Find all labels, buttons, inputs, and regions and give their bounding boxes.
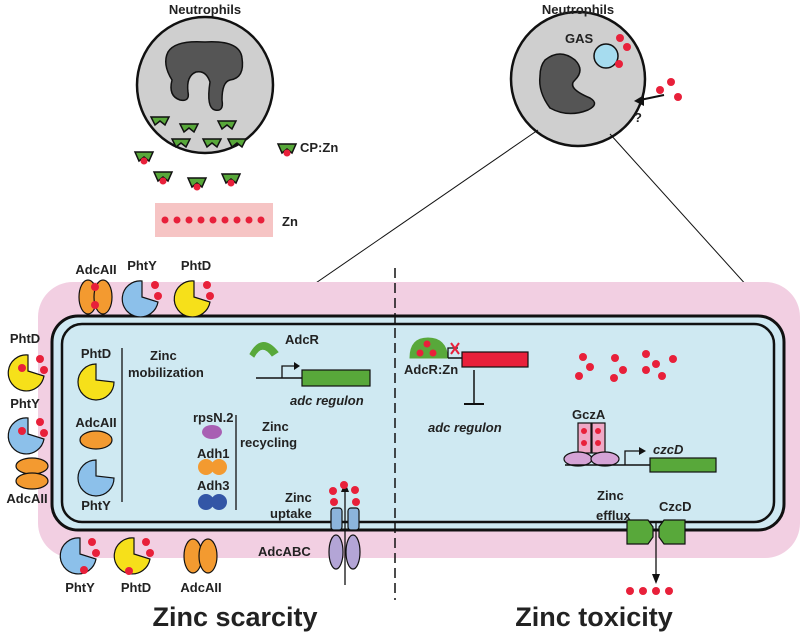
adcabc-label: AdcABC — [258, 544, 311, 559]
adcr-label: AdcR — [285, 332, 320, 347]
adc-regulon-repressed-label: adc regulon — [428, 420, 502, 435]
inner-phtd — [77, 363, 115, 401]
neutrophil-left — [135, 15, 275, 155]
neutrophil-right — [509, 10, 647, 148]
recycling-label-1: Zinc — [262, 419, 289, 434]
cp-zn-ions — [140, 149, 291, 191]
adh1-label: Adh1 — [197, 446, 230, 461]
uptake-label-1: Zinc — [285, 490, 312, 505]
czcd-gene — [649, 457, 717, 473]
czcd-label: CzcD — [659, 499, 692, 514]
adh3-shape — [211, 494, 227, 510]
neutrophils-left-title: Neutrophils — [169, 2, 241, 17]
mobilization-label-1: Zinc — [150, 348, 177, 363]
toxicity-caption: Zinc toxicity — [515, 602, 673, 632]
adcr-shape — [249, 342, 279, 358]
phtd-label: PhtD — [81, 346, 111, 361]
adc-gene-repressed — [461, 351, 529, 368]
inner-adcaii — [79, 430, 113, 450]
czcd-transporter — [626, 519, 686, 545]
gas-bacterium — [593, 43, 619, 69]
outer-left-label-2: AdcAII — [6, 491, 47, 506]
phty-label: PhtY — [81, 498, 111, 513]
gas-label: GAS — [565, 31, 594, 46]
nucleus-right — [538, 53, 596, 115]
outer-top-phty — [121, 280, 162, 318]
outer-top-label-2: PhtD — [181, 258, 211, 273]
outer-top-label-1: PhtY — [127, 258, 157, 273]
outer-bottom-phtd — [113, 537, 154, 575]
outer-bottom-label-0: PhtY — [65, 580, 95, 595]
inner-phty — [77, 459, 115, 497]
adh1-shape — [211, 459, 227, 475]
outer-left-adcaii — [15, 457, 49, 490]
cell-membrane-inner — [60, 322, 776, 524]
outer-top-phtd — [173, 280, 214, 318]
gcza-shape — [591, 422, 606, 454]
outer-left-phty — [7, 417, 48, 455]
gas-zinc — [615, 34, 682, 101]
efflux-label-2: efflux — [596, 508, 631, 523]
outer-left-label-1: PhtY — [10, 396, 40, 411]
adh3-label: Adh3 — [197, 478, 230, 493]
adc-regulon-label: adc regulon — [290, 393, 364, 408]
outer-top-adcaii — [78, 279, 113, 315]
zn-band-ions — [161, 216, 265, 224]
recycling-label-2: recycling — [240, 435, 297, 450]
scarcity-caption: Zinc scarcity — [152, 602, 317, 632]
cell-membrane-outer — [50, 314, 786, 532]
question-mark: ? — [634, 110, 642, 125]
cp-zn-complexes — [133, 143, 298, 189]
cp-zn-label: CP:Zn — [300, 140, 338, 155]
rpsn-shape — [202, 425, 222, 439]
outer-bottom-adcaii — [183, 538, 218, 574]
uptake-zinc — [329, 481, 360, 506]
nucleus-left — [165, 40, 244, 112]
efflux-label-1: Zinc — [597, 488, 624, 503]
adcabc-transporter — [328, 507, 361, 570]
outer-left-phtd — [7, 354, 48, 392]
outer-left-label-0: PhtD — [10, 331, 40, 346]
outer-bottom-label-2: AdcAII — [180, 580, 221, 595]
adcaii-label: AdcAII — [75, 415, 116, 430]
outer-bottom-label-1: PhtD — [121, 580, 151, 595]
neutrophils-right-title: Neutrophils — [542, 2, 614, 17]
rpsn-label: rpsN.2 — [193, 410, 233, 425]
adcr-zn-label: AdcR:Zn — [404, 362, 458, 377]
outer-top-label-0: AdcAII — [75, 262, 116, 277]
efflux-zinc — [626, 587, 673, 595]
adc-gene — [301, 369, 371, 387]
gcza-label: GczA — [572, 407, 606, 422]
mobilization-label-2: mobilization — [128, 365, 204, 380]
uptake-label-2: uptake — [270, 506, 312, 521]
czcd-gene-label: czcD — [653, 442, 684, 457]
outer-bottom-phty — [59, 537, 100, 575]
zn-label: Zn — [282, 214, 298, 229]
cytoplasm-zinc — [575, 350, 677, 382]
